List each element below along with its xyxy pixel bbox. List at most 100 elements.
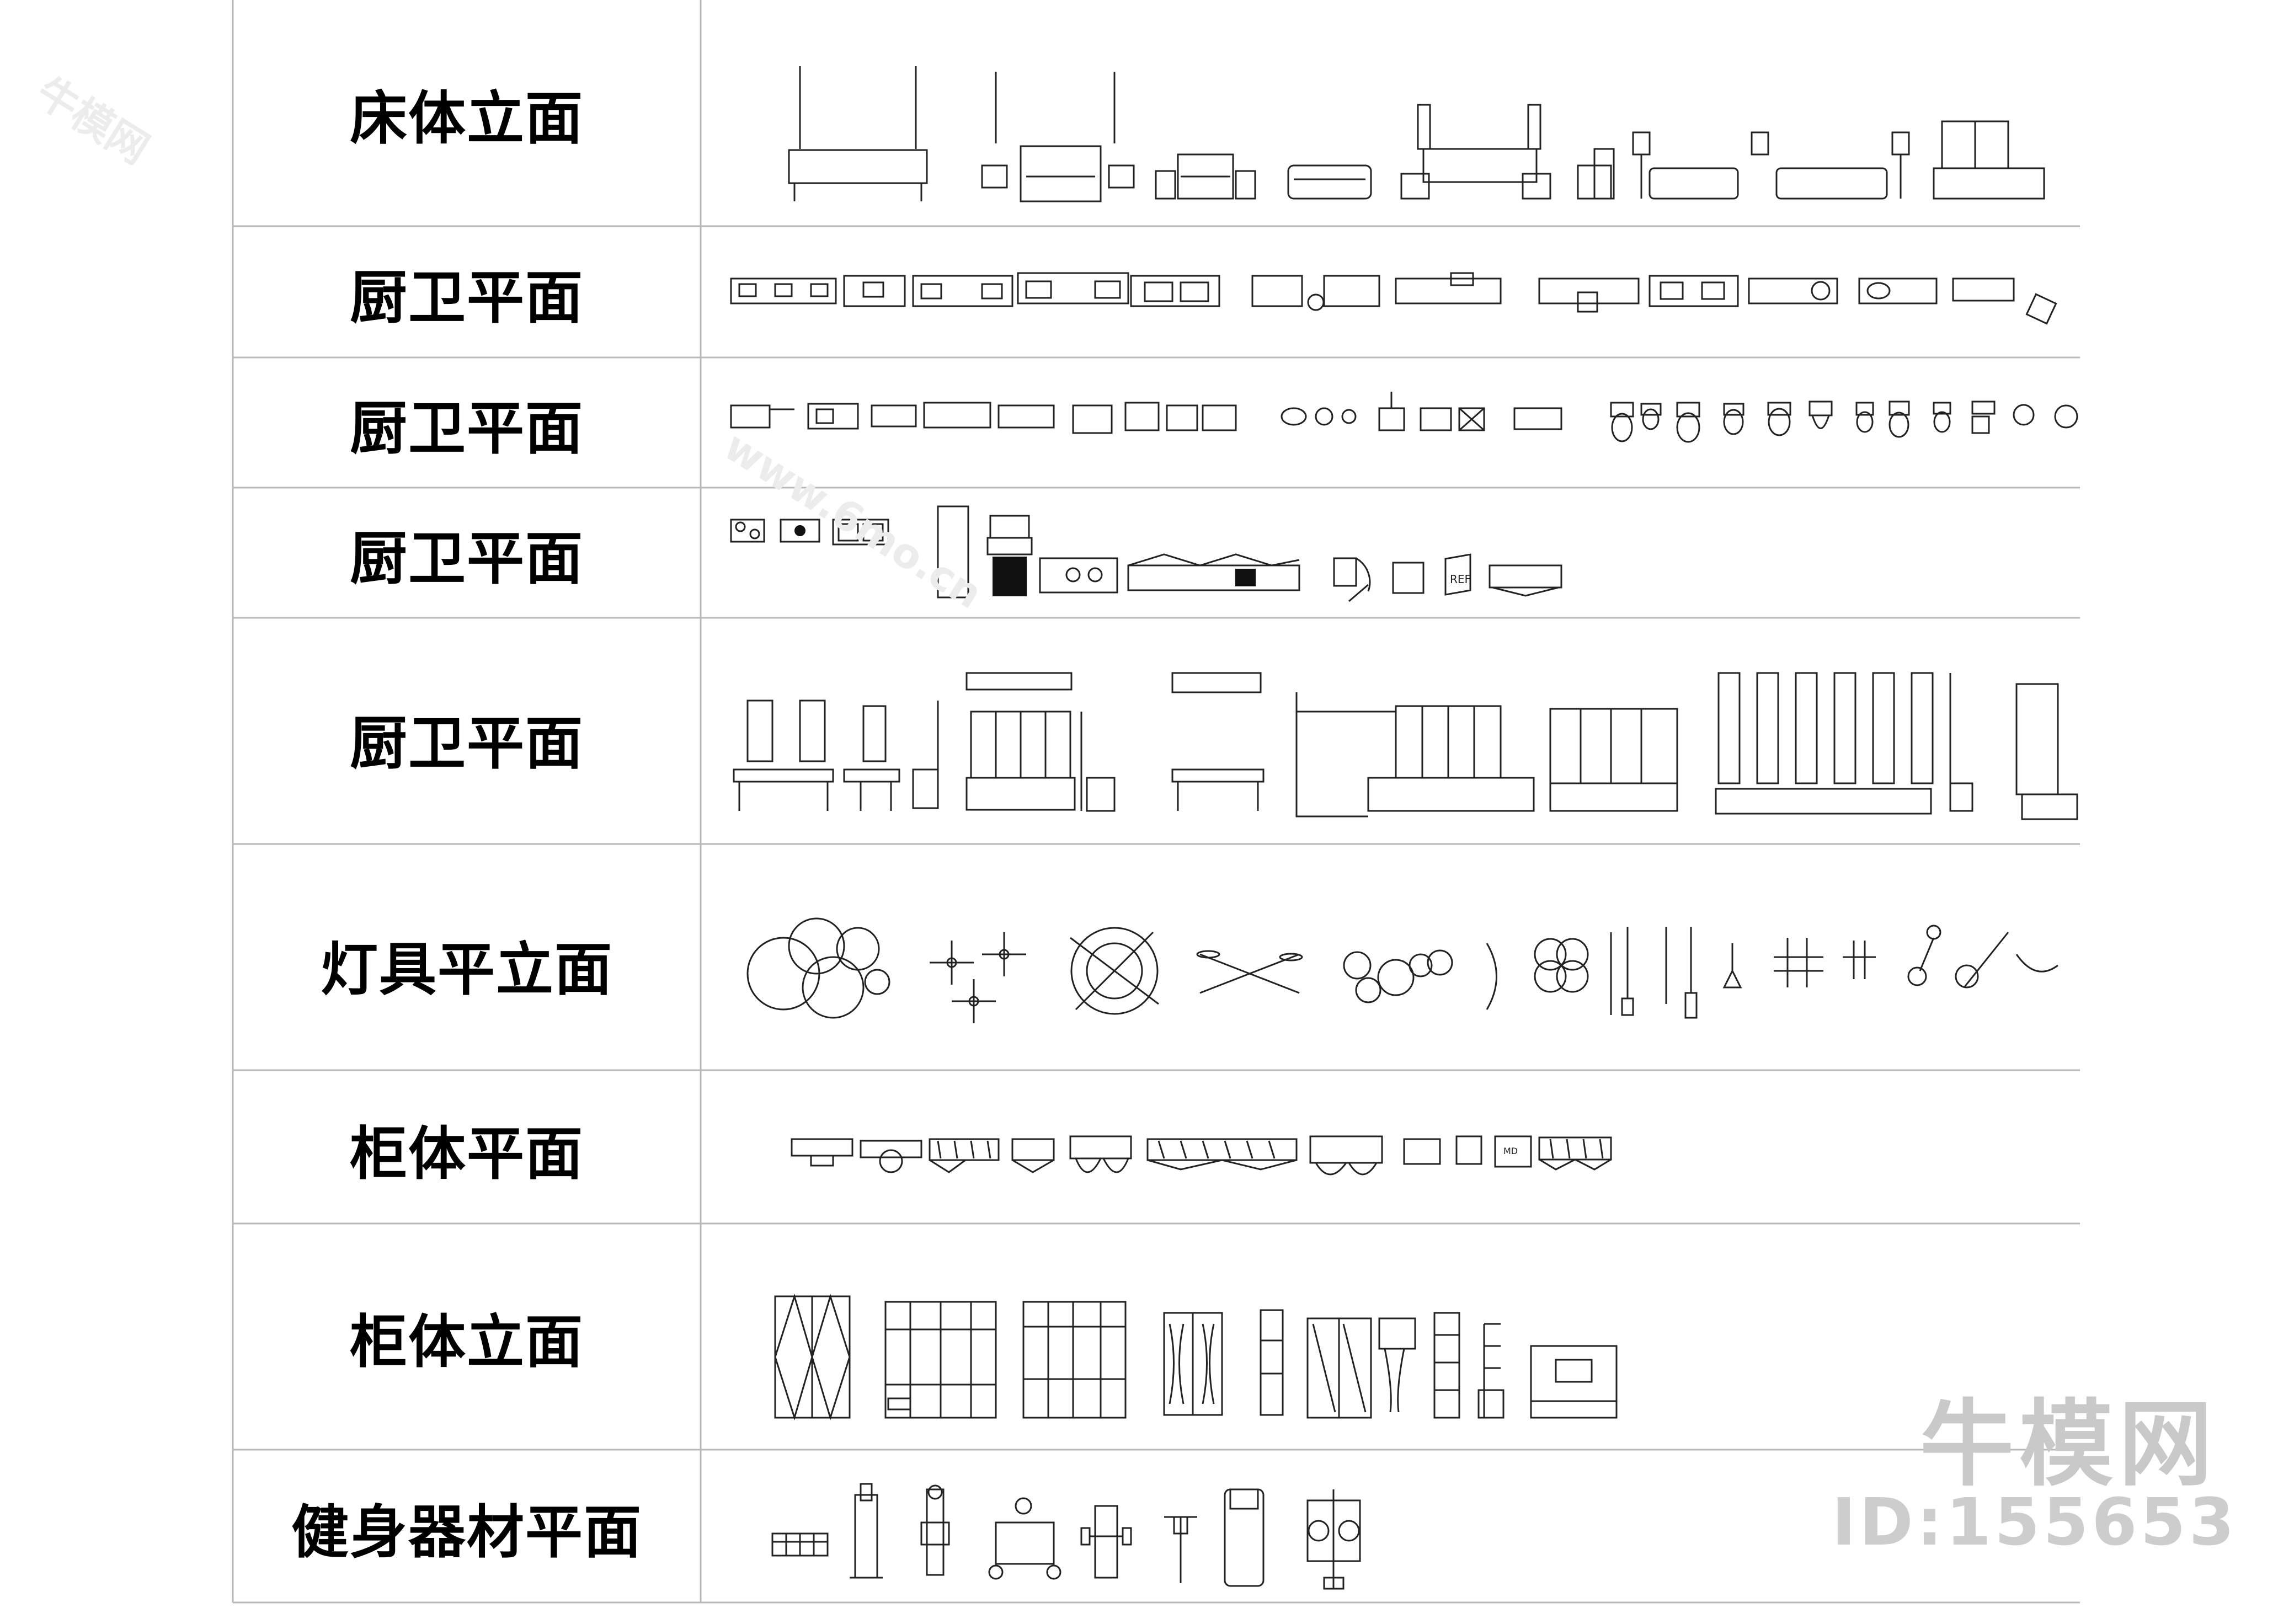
shelf-elevation-symbol <box>1433 1312 1505 1419</box>
multi-gym-plan-symbol <box>988 1497 1061 1580</box>
tv-cabinet-plan-symbol <box>1403 1138 1441 1165</box>
sink-plan-symbol <box>1378 392 1405 431</box>
weight-rack-plan-symbol <box>850 1483 883 1579</box>
bed-elevation-symbol <box>1400 104 1551 200</box>
dumbbell-bench-plan-symbol <box>1080 1505 1132 1579</box>
vanity-plan-symbol <box>1251 275 1325 311</box>
vanity-plan-symbol <box>1952 277 2057 325</box>
bed-elevation-symbol <box>981 72 1135 202</box>
wardrobe-plan-symbol <box>1069 1135 1132 1173</box>
vanity-plan-symbol <box>1323 275 1380 307</box>
vanity-plan-symbol <box>1130 275 1220 307</box>
row-label-cabinet-elevation: 柜体立面 <box>349 1308 584 1376</box>
tv-cabinet-plan-symbol <box>1455 1135 1482 1165</box>
row-label-bed-elevation: 床体立面 <box>349 84 584 152</box>
row-2-kitchen-bath-plan-symbols <box>730 272 2057 325</box>
watermark-id: ID:155653 <box>1832 1484 2238 1560</box>
row-7-cabinet-plan-symbols: MD <box>791 1135 1612 1176</box>
pendant-plan-symbol <box>1343 949 1453 1003</box>
floor-lamp-elevation-symbol <box>1907 925 2058 989</box>
toilet-plan-symbol <box>1610 402 1634 442</box>
toilet-plan-symbol <box>1971 400 1996 434</box>
pendant-lamp-elevation-symbol <box>1722 943 1742 989</box>
sofa-elevation-symbol <box>1751 131 1910 200</box>
pendant-lamp-elevation-symbol <box>1610 927 1698 1019</box>
vanity-elevation-symbol <box>912 701 939 809</box>
treadmill-plan-symbol <box>1224 1488 1265 1587</box>
cooktop-plan-symbol <box>832 519 889 546</box>
chandelier-plan-symbol <box>746 917 890 1019</box>
cooktop-plan-symbol <box>780 519 820 543</box>
cabinet-plan-symbol <box>791 1138 853 1167</box>
chandelier-plan-symbol <box>930 932 1026 1023</box>
range-hood-elevation-symbol <box>986 515 1033 596</box>
cooktop-plan-symbol <box>730 519 765 543</box>
sink-plan-symbol <box>1513 407 1562 430</box>
linear-lamp-plan-symbol <box>1774 938 1876 987</box>
sink-plan-symbol <box>1202 404 1237 431</box>
row-9-fitness-equipment-symbols <box>771 1483 1361 1590</box>
vanity-plan-symbol <box>912 275 1013 307</box>
sink-plan-symbol <box>871 404 917 428</box>
door-swing-plan-symbol <box>1333 557 1371 602</box>
kitchen-counter-elevation-symbol <box>1127 553 1300 591</box>
bed-elevation-symbol <box>1155 153 1256 200</box>
row-label-kitchen-bath-plan-1: 厨卫平面 <box>349 264 584 332</box>
wardrobe-elevation-symbol <box>774 1293 851 1421</box>
range-plan-symbol <box>1039 557 1118 594</box>
toilet-plan-symbol <box>1676 402 1700 443</box>
row-label-kitchen-bath-plan-2: 厨卫平面 <box>349 394 584 462</box>
sink-plan-symbol <box>1124 402 1160 431</box>
vanity-elevation-symbol <box>1715 672 1973 815</box>
vanity-elevation-symbol <box>1549 708 1678 812</box>
row-3-sink-toilet-plan-symbols <box>730 392 2078 443</box>
vanity-elevation-symbol <box>733 699 900 811</box>
pendant-plan-symbol <box>1196 950 1303 994</box>
vanity-elevation-symbol <box>1171 672 1265 811</box>
cabinet-plan-symbol <box>860 1140 922 1173</box>
row-label-kitchen-bath-plan-4: 厨卫平面 <box>349 709 584 777</box>
wardrobe-elevation-symbol <box>1933 120 2045 200</box>
toilet-plan-symbol <box>1855 402 1874 433</box>
sofa-elevation-symbol <box>1287 164 1372 200</box>
row-1-bed-elevation-symbols <box>788 66 2045 202</box>
vanity-plan-symbol <box>1858 277 1938 304</box>
wardrobe-plan-symbol <box>929 1138 1000 1173</box>
row-label-kitchen-bath-plan-3: 厨卫平面 <box>349 525 584 592</box>
bathroom-wall-elevation-symbol <box>1295 692 1535 818</box>
wall-cabinet-elevation-symbol <box>1530 1345 1618 1419</box>
sink-plan-symbol <box>1166 404 1198 431</box>
ceiling-lamp-plan-symbol <box>1534 938 1589 993</box>
vanity-plan-symbol <box>1748 277 1838 304</box>
kitchen-island-plan-symbol <box>1489 564 1562 597</box>
table-grid <box>232 0 2080 1604</box>
bench-plan-symbol <box>771 1532 829 1557</box>
wall-lamp-elevation-symbol <box>1486 943 1497 1010</box>
vanity-plan-symbol <box>730 277 837 304</box>
wardrobe-elevation-symbol <box>884 1301 997 1419</box>
toilet-plan-symbol <box>1723 403 1744 435</box>
spin-bike-plan-symbol <box>1164 1516 1197 1583</box>
exercise-bike-plan-symbol <box>920 1484 950 1576</box>
toilet-plan-symbol <box>1888 400 1910 438</box>
sink-plan-symbol <box>923 402 991 429</box>
wardrobe-plan-symbol <box>1309 1135 1383 1176</box>
tall-cabinet-elevation-symbol <box>937 505 969 599</box>
sink-plan-symbol <box>730 404 794 429</box>
toilet-plan-symbol <box>1767 402 1791 436</box>
fridge-label: REF <box>1450 573 1471 586</box>
row-5-bath-vanity-elevation-symbols <box>733 672 2078 820</box>
row-label-lamp-plan-elevation: 灯具平立面 <box>320 936 613 1003</box>
wardrobe-plan-symbol <box>1011 1138 1055 1173</box>
toilet-plan-symbol <box>1933 402 1951 433</box>
row-6-lamp-symbols <box>746 917 2058 1023</box>
vanity-plan-symbol <box>1649 275 1739 307</box>
mirror-elevation-symbol <box>1378 1317 1416 1413</box>
fridge-plan-symbol: REF <box>1444 553 1471 596</box>
sink-plan-symbol <box>1072 404 1113 434</box>
chandelier-plan-symbol <box>1070 927 1159 1015</box>
strength-machine-plan-symbol <box>1306 1489 1361 1590</box>
wardrobe-plan-symbol <box>1538 1136 1612 1171</box>
